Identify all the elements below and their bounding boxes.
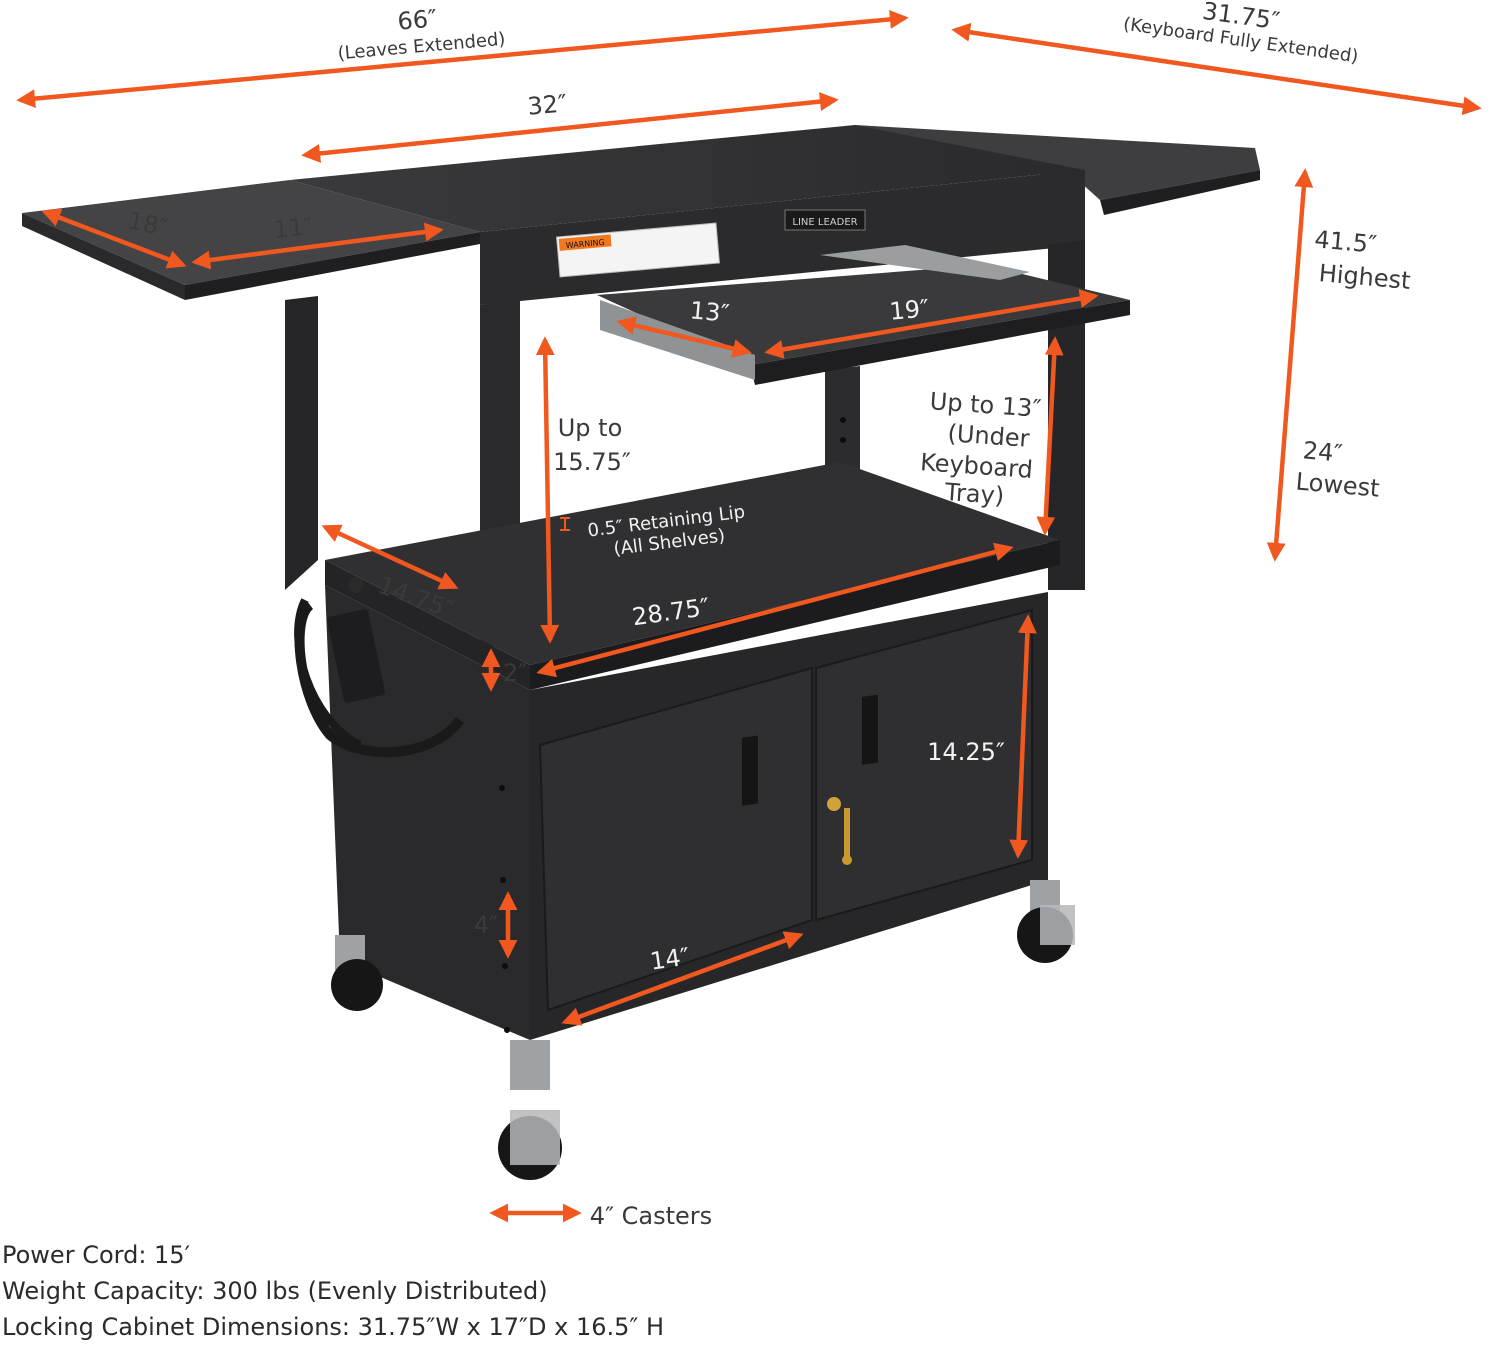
arrow-shelf-width: [536, 542, 1014, 678]
label-clearance-line2: 15.75″: [553, 448, 631, 476]
cabinet-side: [325, 585, 530, 1040]
arrow-shelf-depth: [321, 524, 459, 590]
arrow-height-range: [1266, 168, 1314, 562]
right-leaf: [855, 125, 1260, 200]
dimension-arrows: [16, 9, 1482, 1223]
label-tray-width: 19″: [888, 294, 930, 325]
cabinet-lock: [827, 797, 852, 865]
label-under-tray-line4: Tray): [943, 478, 1005, 510]
label-height-low-value: 24″: [1302, 436, 1344, 467]
label-top-width: 32″: [526, 89, 568, 120]
label-tray-depth: 13″: [689, 296, 731, 327]
label-clearance-line1: Up to: [558, 414, 623, 442]
label-under-tray-line1: Up to 13″: [929, 387, 1042, 423]
label-cabinet-height: 14.25″: [927, 738, 1005, 766]
caster-front-left: [498, 1040, 562, 1180]
spec-cabinet-dimensions: Locking Cabinet Dimensions: 31.75″W x 17…: [2, 1313, 665, 1341]
arrow-leaves-extended: [16, 9, 909, 109]
label-cabinet-depth: 14″: [648, 942, 691, 975]
label-under-tray-line3: Keyboard: [919, 448, 1034, 484]
spec-power-cord: Power Cord: 15′: [2, 1241, 191, 1269]
caster-back-left: [331, 935, 383, 1011]
arrow-leaf-depth: [41, 208, 187, 269]
brand-plate: LINE LEADER: [792, 217, 857, 228]
caster-back-right: [1017, 880, 1075, 963]
label-adjust-step: 4″: [474, 911, 498, 939]
spec-list: Power Cord: 15′ Weight Capacity: 300 lbs…: [2, 1237, 902, 1345]
warning-label-text: WARNING: [565, 238, 605, 250]
top-surface: [290, 125, 1085, 232]
label-height-high: Highest: [1318, 259, 1412, 295]
label-leaves-extended: 66″: [396, 4, 438, 35]
spec-weight-capacity: Weight Capacity: 300 lbs (Evenly Distrib…: [2, 1277, 548, 1305]
top-apron: [480, 170, 1085, 305]
arrow-tray-width: [764, 289, 1099, 359]
label-height-high-value: 41.5″: [1313, 225, 1378, 258]
leg-front-left: [285, 296, 318, 590]
arrow-cabinet-depth: [561, 931, 804, 1026]
arrow-top-width: [301, 92, 839, 163]
cart-illustration: LINE LEADER WARNING: [22, 125, 1260, 1180]
label-shelf-spacing: 2″: [503, 659, 527, 687]
arrow-keyboard-extended: [951, 22, 1482, 116]
arrow-cabinet-height: [1009, 614, 1037, 859]
adjustment-holes: [499, 417, 846, 1033]
arrow-leaf-width: [191, 222, 444, 270]
arrow-under-tray: [1036, 336, 1064, 536]
label-casters: 4″ Casters: [590, 1202, 712, 1230]
label-leaf-width: 11″: [272, 212, 314, 244]
arrow-tray-depth: [616, 316, 752, 358]
label-under-tray-line2: (Under: [947, 419, 1031, 453]
label-height-low: Lowest: [1295, 467, 1381, 502]
